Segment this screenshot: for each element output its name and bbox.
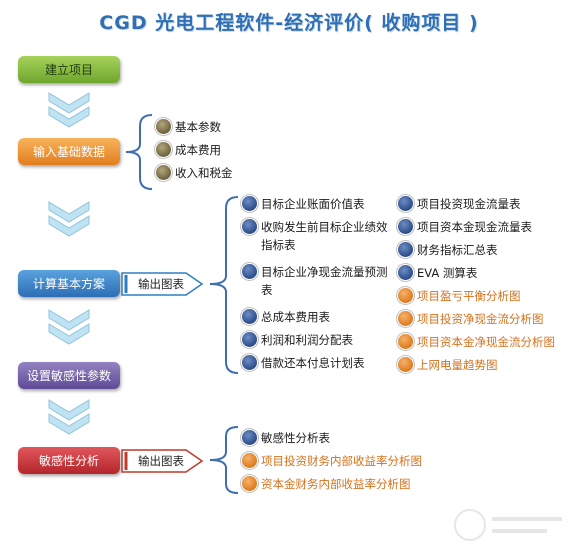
list-item-profit-distribution: 利润和利润分配表	[242, 331, 390, 349]
list-item-cost: 成本费用	[156, 141, 221, 159]
output-label-base: 输出图表	[138, 277, 184, 291]
bullet-icon	[242, 219, 257, 234]
list-item-sensitivity-table: 敏感性分析表	[242, 429, 542, 447]
list-item-target-book-value: 目标企业账面价值表	[242, 195, 390, 213]
bracket-basic-inputs	[125, 114, 153, 190]
list-item-project-cashflow: 项目投资现金流量表	[398, 195, 568, 213]
list-item-loan-repayment: 借款还本付息计划表	[242, 354, 390, 372]
list-item-total-cost: 总成本费用表	[242, 308, 390, 326]
list-item-financial-summary: 财务指标汇总表	[398, 241, 568, 259]
list-item-power-trend-chart: 上网电量趋势图	[398, 356, 570, 374]
bullet-icon	[398, 219, 413, 234]
bullet-icon	[156, 119, 171, 134]
step-set-sensitivity[interactable]: 设置敏感性参数	[18, 362, 120, 389]
list-item-project-irr-chart: 项目投资财务内部收益率分析图	[242, 452, 542, 470]
bullet-icon	[242, 453, 257, 468]
bullet-icon	[398, 357, 413, 372]
bullet-icon	[398, 242, 413, 257]
step-sensitivity-analysis[interactable]: 敏感性分析	[18, 447, 120, 474]
list-item-revenue-tax: 收入和税金	[156, 164, 233, 182]
list-item-project-net-cashflow-chart: 项目投资净现金流分析图	[398, 310, 570, 328]
list-item-equity-net-cashflow-chart: 项目资本金净现金流分析图	[398, 333, 572, 351]
bullet-icon	[242, 309, 257, 324]
bracket-base-plan	[209, 196, 239, 374]
output-label-sensitivity: 输出图表	[138, 454, 184, 468]
bullet-icon	[242, 355, 257, 370]
list-item-pre-acquisition-performance: 收购发生前目标企业绩效指标表	[242, 218, 392, 254]
bullet-icon	[398, 311, 413, 326]
bullet-icon	[398, 265, 413, 280]
flow-chevron-icon	[48, 309, 90, 345]
bullet-icon	[242, 430, 257, 445]
bullet-icon	[398, 334, 413, 349]
page-title: CGD 光电工程软件-经济评价( 收购项目 )	[99, 12, 479, 34]
bullet-icon	[156, 142, 171, 157]
bullet-icon	[242, 264, 257, 279]
list-item-target-net-cashflow: 目标企业净现金流量预测表	[242, 263, 392, 299]
list-item-equity-irr-chart: 资本金财务内部收益率分析图	[242, 475, 542, 493]
step-input-basic-data[interactable]: 输入基础数据	[18, 138, 120, 165]
bullet-icon	[242, 332, 257, 347]
bullet-icon	[398, 196, 413, 211]
bullet-icon	[156, 165, 171, 180]
list-item-breakeven-chart: 项目盈亏平衡分析图	[398, 287, 570, 305]
list-item-eva: EVA 测算表	[398, 264, 568, 282]
step-create-project[interactable]: 建立项目	[18, 56, 120, 83]
bullet-icon	[242, 196, 257, 211]
watermark-logo-icon	[454, 509, 562, 541]
list-item-equity-cashflow: 项目资本金现金流量表	[398, 218, 568, 236]
flow-chevron-icon	[48, 201, 90, 237]
bracket-sensitivity	[209, 426, 239, 494]
bullet-icon	[398, 288, 413, 303]
flow-chevron-icon	[48, 92, 90, 128]
bullet-icon	[242, 476, 257, 491]
step-calc-base-plan[interactable]: 计算基本方案	[18, 270, 120, 297]
flow-chevron-icon	[48, 399, 90, 435]
output-arrow-base	[121, 272, 204, 296]
output-arrow-sensitivity	[121, 449, 204, 473]
list-item-basic-params: 基本参数	[156, 118, 221, 136]
